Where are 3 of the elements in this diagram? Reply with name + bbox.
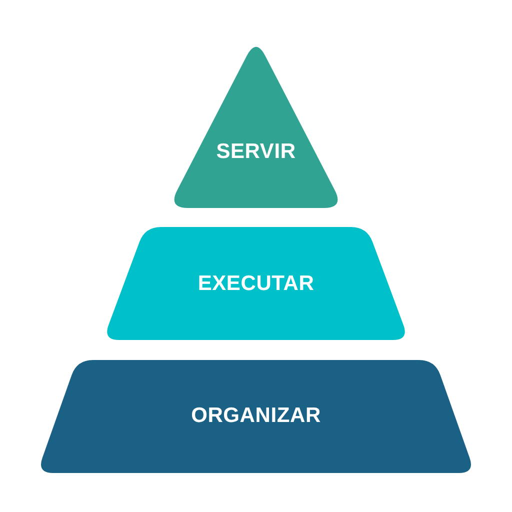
tier-label: ORGANIZAR <box>191 404 321 428</box>
tier-label: EXECUTAR <box>198 272 314 296</box>
tier-label: SERVIR <box>216 140 296 164</box>
